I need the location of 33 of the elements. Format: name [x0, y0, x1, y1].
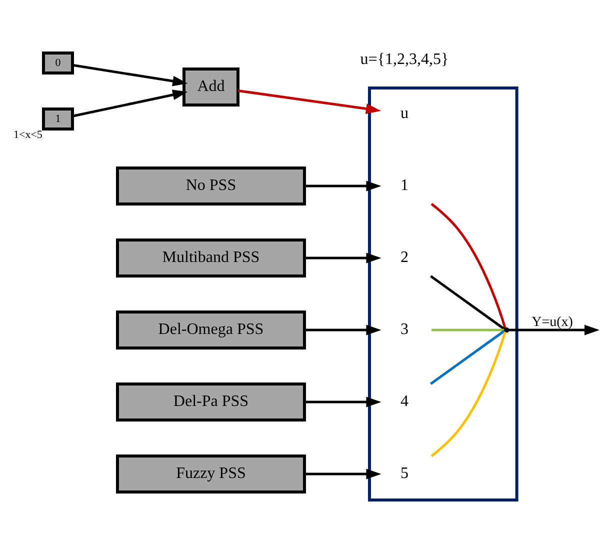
node-box: Add	[182, 68, 240, 106]
node-box: 1	[42, 108, 74, 130]
node-text: 5	[400, 464, 408, 482]
node-text: 4	[400, 392, 408, 410]
arrow	[304, 396, 382, 408]
arrow	[304, 324, 382, 336]
arrow	[508, 324, 600, 336]
connector	[430, 275, 506, 330]
node-point	[504, 327, 510, 333]
node-box: Del-Omega PSS	[116, 310, 306, 350]
node-box: Del-Pa PSS	[116, 382, 306, 422]
node-text: 3	[400, 320, 408, 338]
node-box: 0	[42, 52, 74, 74]
node-box: Multiband PSS	[116, 238, 306, 278]
arrow	[72, 64, 188, 86]
label: u={1,2,3,4,5}	[360, 50, 449, 68]
connector	[430, 331, 506, 458]
arrow	[304, 468, 382, 480]
arrow	[304, 252, 382, 264]
edge-label: Y=u(x)	[532, 315, 573, 330]
node-text: 1	[400, 176, 408, 194]
node-box: Fuzzy PSS	[116, 454, 306, 494]
arrow	[238, 89, 381, 114]
node-box: No PSS	[116, 166, 306, 206]
node-label: 1<x<5	[14, 128, 42, 141]
arrow	[304, 180, 382, 192]
connector	[430, 330, 506, 385]
connector	[432, 328, 504, 332]
connector	[430, 202, 506, 329]
node-text: u	[400, 104, 408, 122]
arrow	[72, 90, 188, 118]
node-text: 2	[400, 248, 408, 266]
cluster	[368, 86, 518, 502]
